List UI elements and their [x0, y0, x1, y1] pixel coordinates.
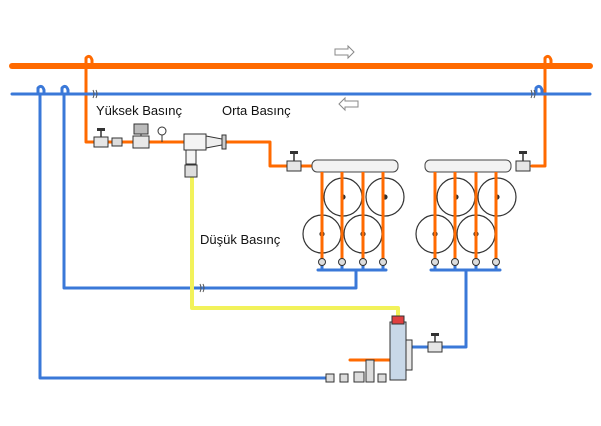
- steam-trap-icon: [318, 258, 326, 266]
- steam-headers: [311, 159, 512, 173]
- return-loop-3: [534, 84, 544, 96]
- receiver-tank: [389, 321, 407, 381]
- right-riser-to-header: [530, 64, 547, 168]
- cylinder-feed-lines: [320, 172, 498, 258]
- gate-valve-icon: [427, 333, 443, 353]
- steam-trap-icon: [359, 258, 367, 266]
- return-loop-2: [60, 84, 70, 96]
- strainer-icon: [111, 137, 123, 147]
- condensate-return-piping: [10, 84, 592, 380]
- pump-return-handle: [431, 333, 439, 336]
- steam-traps: [318, 258, 500, 266]
- tee-body: [183, 133, 207, 151]
- condensate-pump-unit: [325, 315, 443, 383]
- outline-arrow-left-icon: [338, 96, 359, 112]
- valve-handle-1: [97, 128, 105, 131]
- flow-arrows: [334, 44, 359, 112]
- control-valve-icon: [132, 123, 150, 149]
- mp-valve-body: [286, 160, 302, 172]
- gate-valve-icon: [515, 151, 531, 172]
- low-pressure-piping: [190, 173, 400, 324]
- cv-body: [132, 135, 150, 149]
- mp-valve-handle: [290, 151, 298, 154]
- tee-down: [185, 149, 197, 165]
- steam-trap-icon: [492, 258, 500, 266]
- steam-trap-icon: [451, 258, 459, 266]
- flange-right: [221, 134, 227, 150]
- cylinder-icon: [365, 177, 405, 217]
- fit-3: [353, 371, 365, 383]
- header-left: [311, 159, 399, 173]
- riser-loop-right: [543, 54, 553, 68]
- cv-actuator: [133, 123, 149, 135]
- inner-return-line: [62, 92, 358, 290]
- pump-return-valve: [427, 341, 443, 353]
- tank-side-panel: [405, 339, 413, 371]
- label-high-pressure: Yüksek Basınç: [96, 103, 182, 118]
- valve-body-1: [93, 136, 109, 148]
- steam-trap-icon: [431, 258, 439, 266]
- break-2: [530, 89, 536, 99]
- rr-valve-handle: [519, 151, 527, 154]
- reducer-tee-icon: [183, 133, 227, 178]
- lp-valve: [184, 164, 198, 178]
- strainer-body: [111, 137, 123, 147]
- gate-valve-icon: [286, 151, 302, 172]
- pressure-gauge-icon: [157, 126, 167, 142]
- outline-arrow-right-icon: [334, 44, 355, 60]
- fit-4: [365, 359, 375, 383]
- tank-top-cap: [391, 315, 405, 325]
- steam-trap-icon: [472, 258, 480, 266]
- drying-cylinders: [302, 177, 517, 254]
- label-low-pressure: Düşük Basınç: [200, 232, 281, 247]
- pipe-drop-left: [84, 64, 187, 144]
- break-1: [92, 89, 98, 99]
- outer-return-line: [38, 92, 332, 380]
- return-loop-1: [36, 84, 46, 96]
- rr-valve-body: [515, 160, 531, 172]
- header-right: [424, 159, 512, 173]
- label-medium-pressure: Orta Basınç: [222, 103, 291, 118]
- fit-2: [339, 373, 349, 383]
- branch-to-reducing-station: [84, 54, 94, 68]
- fit-5: [377, 373, 387, 383]
- low-pressure-line: [190, 173, 400, 324]
- pressure-reducing-station: [93, 123, 227, 178]
- pipe-break-marks: [92, 89, 536, 293]
- fit-1: [325, 373, 335, 383]
- steam-trap-icon: [338, 258, 346, 266]
- break-3: [199, 283, 205, 293]
- steam-trap-icon: [379, 258, 387, 266]
- reducer-cone: [205, 135, 223, 149]
- gauge-dial: [157, 126, 167, 136]
- pump-bottom-fittings: [325, 359, 387, 383]
- gate-valve-icon: [93, 128, 109, 148]
